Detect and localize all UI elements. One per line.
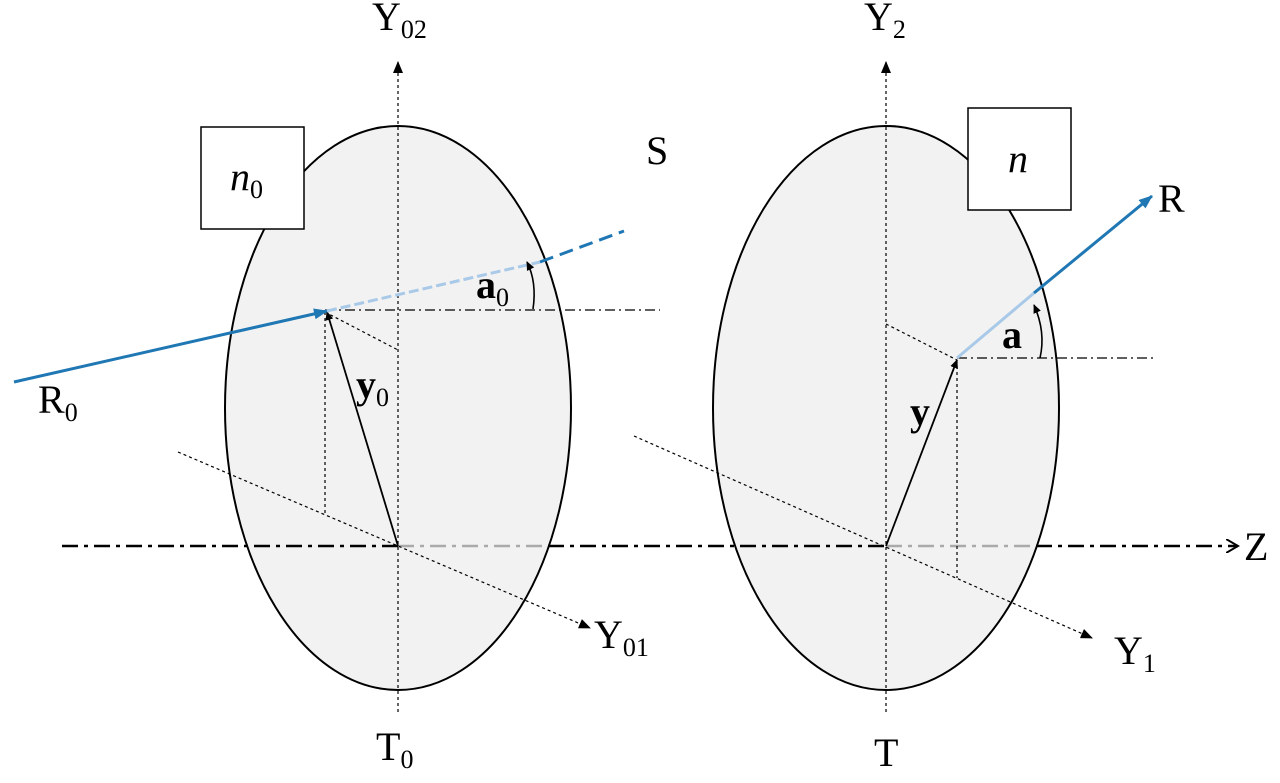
t0-label: T0 [376, 724, 413, 774]
angle-arc-a0 [526, 261, 535, 310]
exit-ray-inside [956, 291, 1035, 360]
n-label-box [967, 107, 1072, 211]
left-projection-diagonal [324, 311, 399, 351]
y-vector-label: y [910, 389, 930, 434]
right-projection-diagonal [885, 323, 958, 361]
surface-left-ellipse [224, 125, 572, 691]
n0-label: n0 [230, 154, 263, 204]
y1-label: Y1 [1114, 628, 1156, 678]
z-label: Z [1244, 524, 1268, 569]
y0-vector [325, 311, 399, 547]
y0-vector-label: y0 [356, 362, 389, 412]
angle-arc-a [1033, 304, 1043, 359]
y-vector [885, 359, 958, 547]
y01-axis [177, 451, 591, 629]
y2-label: Y2 [864, 0, 906, 44]
incident-ray-extension-inside [326, 260, 541, 313]
r-label: R [1158, 176, 1185, 221]
exit-ray-r [1033, 194, 1153, 295]
r0-label: R0 [38, 377, 78, 427]
n-label: n [1008, 136, 1028, 181]
a-label: a [1002, 312, 1022, 357]
y02-label: Y02 [372, 0, 427, 44]
y01-label: Y01 [594, 612, 649, 662]
surface-right-ellipse [712, 125, 1060, 691]
incident-ray-r0 [13, 308, 328, 384]
n0-label-box [200, 126, 305, 230]
t-label: T [874, 730, 898, 775]
a0-label: a0 [476, 262, 509, 312]
s-label: S [646, 128, 668, 173]
incident-ray-extension-outside [539, 229, 625, 264]
